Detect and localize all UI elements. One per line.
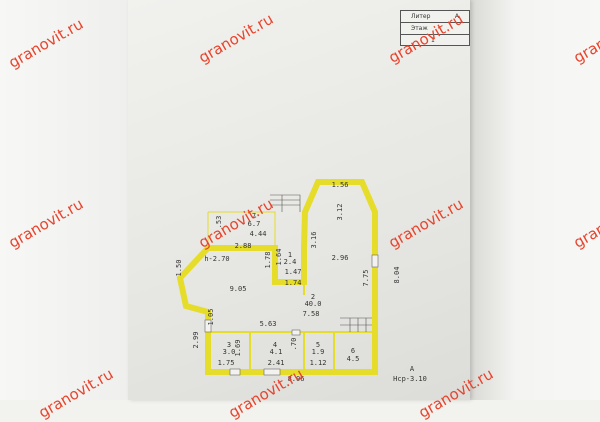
plan-label: h-2.70 [204, 255, 229, 263]
plan-label: A [410, 365, 415, 373]
outer-wall [180, 182, 375, 372]
plan-label: 1.78 [264, 252, 272, 269]
plan-label: 1.05 [207, 309, 215, 326]
plan-label: 2.99 [192, 332, 200, 349]
plan-label: 40.0 [305, 300, 322, 308]
plan-label: 9.05 [230, 285, 247, 293]
plan-label: 5.63 [260, 320, 277, 328]
plan-label: 1.56 [332, 181, 349, 189]
plan-label: 8.04 [393, 267, 401, 284]
plan-label: 1.75 [218, 359, 235, 367]
stairs-lower [340, 318, 372, 332]
plan-label: 4.5 [347, 355, 360, 363]
plan-label: 2.41 [268, 359, 285, 367]
window [372, 255, 378, 267]
plan-label: 1.50 [175, 260, 183, 277]
door [292, 330, 300, 335]
plan-label: 6 [351, 347, 355, 355]
plan-label: 7.75 [362, 270, 370, 287]
plan-label: 1.64 [275, 249, 283, 266]
plan-label: Нср-3.10 [393, 375, 427, 383]
plan-label: 1.74 [285, 279, 302, 287]
walls [180, 182, 375, 372]
plan-label: 4.1 [270, 348, 283, 356]
plan-label: 3.0 [223, 348, 236, 356]
plan-label: 2.4 [284, 258, 297, 266]
plan-label: 1.12 [310, 359, 327, 367]
plan-label: 2.88 [235, 242, 252, 250]
plan-label: 4.44 [250, 230, 267, 238]
plan-label: 2.96 [332, 254, 349, 262]
plan-label: 7.58 [303, 310, 320, 318]
window [264, 369, 280, 375]
plan-label: 1.47 [285, 268, 302, 276]
window [230, 369, 240, 375]
plan-label: 3.12 [336, 204, 344, 221]
plan-label: .70 [290, 338, 298, 351]
plan-label: 1.9 [312, 348, 325, 356]
plan-label: 3.16 [310, 232, 318, 249]
